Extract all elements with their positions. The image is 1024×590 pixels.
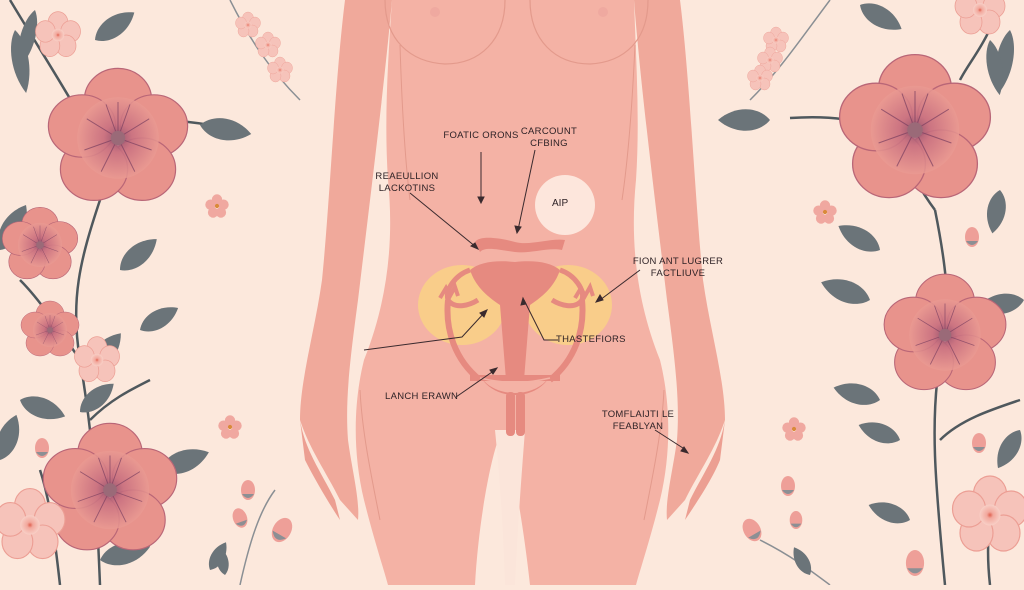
right-floral-border xyxy=(718,0,1024,586)
left-floral-border xyxy=(0,0,301,586)
uterine-band xyxy=(475,237,565,253)
reproductive-organs xyxy=(418,237,612,436)
label-foatic-orons: FOATIC ORONS xyxy=(443,130,519,141)
callout-circle xyxy=(535,175,595,235)
flower-icon xyxy=(42,422,178,551)
flower-icon xyxy=(47,67,189,202)
label-fion-ant-lugrer: FION ANT LUGRER FACTLIUVE xyxy=(632,256,724,279)
label-reaeullion-lackotins: REAEULLION LACKOTINS xyxy=(375,171,439,194)
label-tomflaijti-le: TOMFLAIJTI LE FEABLYAN xyxy=(601,409,675,432)
callout-circle-label: AIP xyxy=(552,198,569,209)
label-thastefiors: THASTEFIORS xyxy=(556,334,626,345)
label-lanch-erawn: LANCH ERAWN xyxy=(385,391,459,402)
leader-lines xyxy=(363,149,690,454)
flower-icon xyxy=(838,53,992,199)
flower-icon xyxy=(883,273,1007,391)
uterus xyxy=(470,261,560,380)
label-carcount-cfbing: CARCOUNT CFBING xyxy=(520,126,578,149)
